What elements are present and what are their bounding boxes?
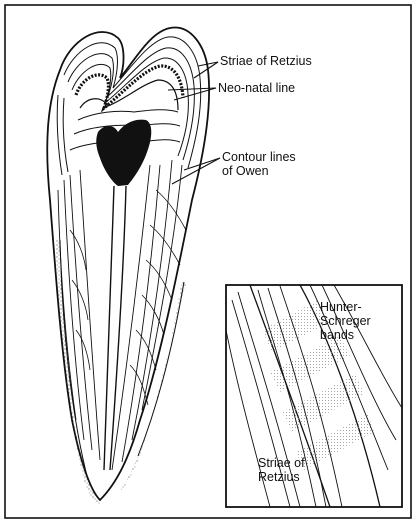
label-hunter-line3: bands — [320, 328, 400, 342]
label-inset-striae-line2: Retzius — [258, 470, 338, 484]
tooth-drawing — [47, 28, 209, 506]
label-contour-line2: of Owen — [222, 164, 332, 178]
label-hunter-schreger-bands: Hunter- Schreger bands — [320, 300, 400, 342]
label-inset-striae-line1: Striae of — [258, 456, 338, 470]
pulp-chamber — [96, 120, 151, 186]
label-neo-natal-line: Neo-natal line — [218, 81, 295, 95]
label-striae-of-retzius: Striae of Retzius — [220, 54, 312, 68]
label-contour-line1: Contour lines — [222, 150, 332, 164]
tooth-outline — [47, 28, 209, 500]
label-hunter-line1: Hunter- — [320, 300, 400, 314]
label-inset-striae-of-retzius: Striae of Retzius — [258, 456, 338, 484]
label-hunter-line2: Schreger — [320, 314, 400, 328]
label-contour-lines-of-owen: Contour lines of Owen — [222, 150, 332, 178]
